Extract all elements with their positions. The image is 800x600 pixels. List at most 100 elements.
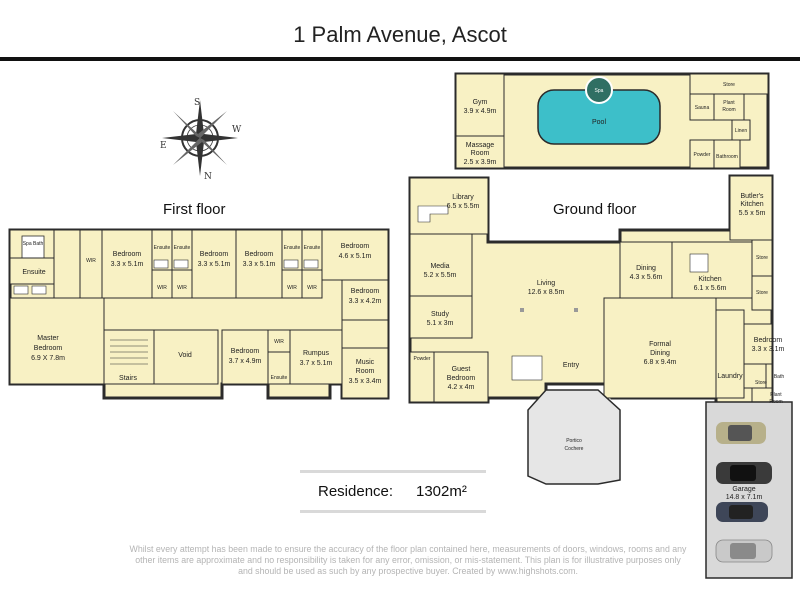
room-size: 4.3 x 5.6m: [630, 274, 663, 281]
room-label: Bedroom: [231, 348, 260, 355]
compass-w: W: [232, 125, 242, 135]
room-size: 4.2 x 4m: [448, 384, 475, 391]
room-label: Stairs: [119, 375, 137, 382]
car-icon: [716, 502, 768, 522]
room-label: Library: [452, 194, 474, 201]
room-size: 3.3 x 4.2m: [349, 298, 382, 305]
page-title: 1 Palm Avenue, Ascot: [293, 22, 507, 47]
residence-bottom-rule: [300, 510, 486, 513]
first-floor-labels: Spa Bath Ensuite WIR Bedroom 3.3 x 5.1m …: [22, 241, 381, 385]
room-label: Linen: [735, 128, 747, 134]
room-label: Void: [178, 352, 192, 359]
room-size: 5.2 x 5.5m: [424, 272, 457, 279]
room-label: Bedroom: [34, 345, 63, 352]
car-icon: [716, 422, 766, 444]
room-size: 2.5 x 3.9m: [464, 159, 497, 166]
room-label: Rumpus: [303, 350, 330, 357]
first-floor-label: First floor: [163, 201, 226, 218]
room-size: 3.9 x 4.9m: [464, 108, 497, 115]
room-label: Powder: [694, 152, 711, 158]
room-label: Room: [722, 107, 735, 113]
room-size: 14.8 x 7.1m: [726, 494, 763, 501]
compass-s: S: [194, 98, 200, 108]
room-label: Bedroom: [200, 251, 229, 258]
room-label: Kitchen: [740, 201, 763, 208]
room-size: 4.6 x 5.1m: [339, 253, 372, 260]
room-label: Bedroom: [754, 337, 783, 344]
title-underline: [0, 57, 800, 61]
room-label: WIR: [307, 285, 317, 291]
room-label: Room: [471, 150, 490, 157]
room-label: Portico: [566, 438, 582, 444]
room-label: Bedroom: [351, 288, 380, 295]
car-icon: [715, 539, 773, 563]
room-label: Spa: [595, 88, 604, 94]
compass-icon: S N E W: [160, 98, 242, 180]
room-label: Dining: [636, 265, 656, 272]
room-label: Powder: [414, 356, 431, 362]
room-label: Sauna: [695, 105, 710, 111]
room-label: Bedroom: [341, 243, 370, 250]
room-size: 6.8 x 9.4m: [644, 359, 677, 366]
room-label: Gym: [473, 99, 488, 106]
room-size: 3.3 x 5.1m: [243, 261, 276, 268]
room-label: Dining: [650, 350, 670, 357]
room-label: Living: [537, 280, 555, 287]
room-size: 6.9 X 7.8m: [31, 355, 65, 362]
room-label: Bedroom: [113, 251, 142, 258]
room-size: 5.5 x 5m: [739, 210, 766, 217]
residence-value: 1302m²: [416, 483, 467, 500]
room-label: Guest: [452, 366, 471, 373]
garage-cars: [715, 422, 773, 563]
room-label: Bath: [774, 374, 785, 380]
room-size: 6.1 x 5.6m: [694, 285, 727, 292]
room-label: WIR: [287, 285, 297, 291]
ground-floor-label: Ground floor: [553, 201, 636, 218]
room-size: 3.5 x 3.4m: [349, 378, 382, 385]
room-label: Media: [430, 263, 449, 270]
room-label: Plant: [770, 392, 782, 398]
room-size: 12.6 x 8.5m: [528, 289, 565, 296]
residence-top-rule: [300, 470, 486, 473]
room-label: Ensuite: [304, 245, 321, 251]
room-label: Room: [769, 399, 782, 405]
room-label: Pool: [592, 119, 606, 126]
room-label: Room: [356, 368, 375, 375]
room-label: Plant: [723, 100, 735, 106]
room-size: 3.3 x 3.1m: [752, 346, 785, 353]
room-label: Ensuite: [154, 245, 171, 251]
room-label: Store: [756, 255, 768, 261]
ground-floor-labels: Gym 3.9 x 4.9m Massage Room 2.5 x 3.9m S…: [414, 82, 785, 501]
room-size: 5.1 x 3m: [427, 320, 454, 327]
room-label: Music: [356, 359, 375, 366]
room-label: Cochere: [565, 446, 584, 452]
room-label: Ensuite: [22, 269, 45, 276]
room-label: Formal: [649, 341, 671, 348]
residence-label: Residence:: [318, 483, 394, 500]
room-size: 3.7 x 5.1m: [300, 360, 333, 367]
room-size: 6.5 x 5.5m: [447, 203, 480, 210]
room-label: Entry: [563, 362, 580, 369]
first-floor: [8, 228, 390, 400]
compass-n: N: [204, 172, 212, 180]
room-label: Bathroom: [716, 154, 738, 160]
room-label: Massage: [466, 142, 495, 149]
room-label: Ensuite: [271, 375, 288, 381]
room-label: Laundry: [717, 373, 743, 380]
room-label: Garage: [732, 486, 755, 493]
room-label: Store: [723, 82, 735, 88]
compass-e: E: [160, 141, 167, 151]
disclaimer-text: Whilst every attempt has been made to en…: [129, 544, 687, 576]
room-label: Store: [755, 380, 767, 386]
room-label: Store: [756, 290, 768, 296]
room-label: WIR: [177, 285, 187, 291]
room-label: Butler's: [740, 193, 764, 200]
room-label: Bedroom: [245, 251, 274, 258]
room-label: WIR: [86, 258, 96, 264]
room-label: Kitchen: [698, 276, 721, 283]
room-label: Spa Bath: [23, 241, 44, 247]
room-label: Study: [431, 311, 449, 318]
room-label: WIR: [274, 339, 284, 345]
room-label: Ensuite: [284, 245, 301, 251]
